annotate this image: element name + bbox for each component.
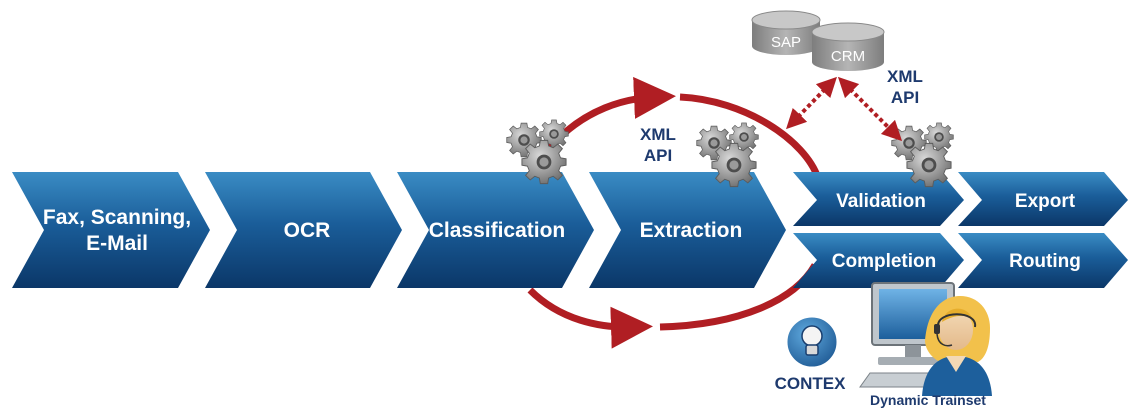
stage-extraction-chevron bbox=[589, 172, 786, 288]
stage-classification-chevron bbox=[397, 172, 594, 288]
stage-ocr-label: OCR bbox=[284, 219, 331, 242]
contex-label: CONTEX bbox=[775, 374, 847, 393]
dynamic-trainset-label: Dynamic Trainset bbox=[870, 392, 986, 408]
stage-fax-chevron bbox=[12, 172, 210, 288]
database-crm-label: CRM bbox=[831, 48, 865, 65]
stage-export-label: Export bbox=[1015, 191, 1076, 212]
stage-routing-label: Routing bbox=[1009, 251, 1081, 272]
stage-fax-label-line2: E-Mail bbox=[86, 232, 148, 255]
stage-fax-label-line1: Fax, Scanning, bbox=[43, 206, 191, 229]
xml-api-label-right-2: API bbox=[891, 88, 919, 107]
xml-api-label-left-1: XML bbox=[640, 125, 676, 144]
xml-api-label-left-2: API bbox=[644, 146, 672, 165]
xml-api-label-right-1: XML bbox=[887, 67, 923, 86]
dotted-double-arrow-icon-left bbox=[786, 76, 837, 130]
stage-validation-label: Validation bbox=[836, 191, 926, 212]
database-sap-label: SAP bbox=[771, 34, 801, 51]
stage-routing-chevron bbox=[958, 233, 1128, 288]
stage-validation-chevron bbox=[793, 172, 964, 226]
stage-completion-chevron bbox=[793, 233, 964, 288]
loop-arrow-top-right bbox=[679, 93, 822, 180]
stage-export-chevron bbox=[958, 172, 1128, 226]
database-icon-sap bbox=[751, 10, 821, 55]
stage-ocr-chevron bbox=[205, 172, 402, 288]
headset-operator-icon bbox=[922, 296, 992, 396]
stage-completion-label: Completion bbox=[832, 251, 937, 272]
stage-extraction-label: Extraction bbox=[640, 219, 743, 242]
dotted-double-arrow-icon-right bbox=[837, 76, 903, 142]
lightbulb-icon bbox=[784, 314, 840, 370]
stage-classification-label: Classification bbox=[429, 219, 566, 242]
loop-arrow-bottom bbox=[527, 287, 653, 349]
database-icon-crm bbox=[811, 22, 885, 71]
